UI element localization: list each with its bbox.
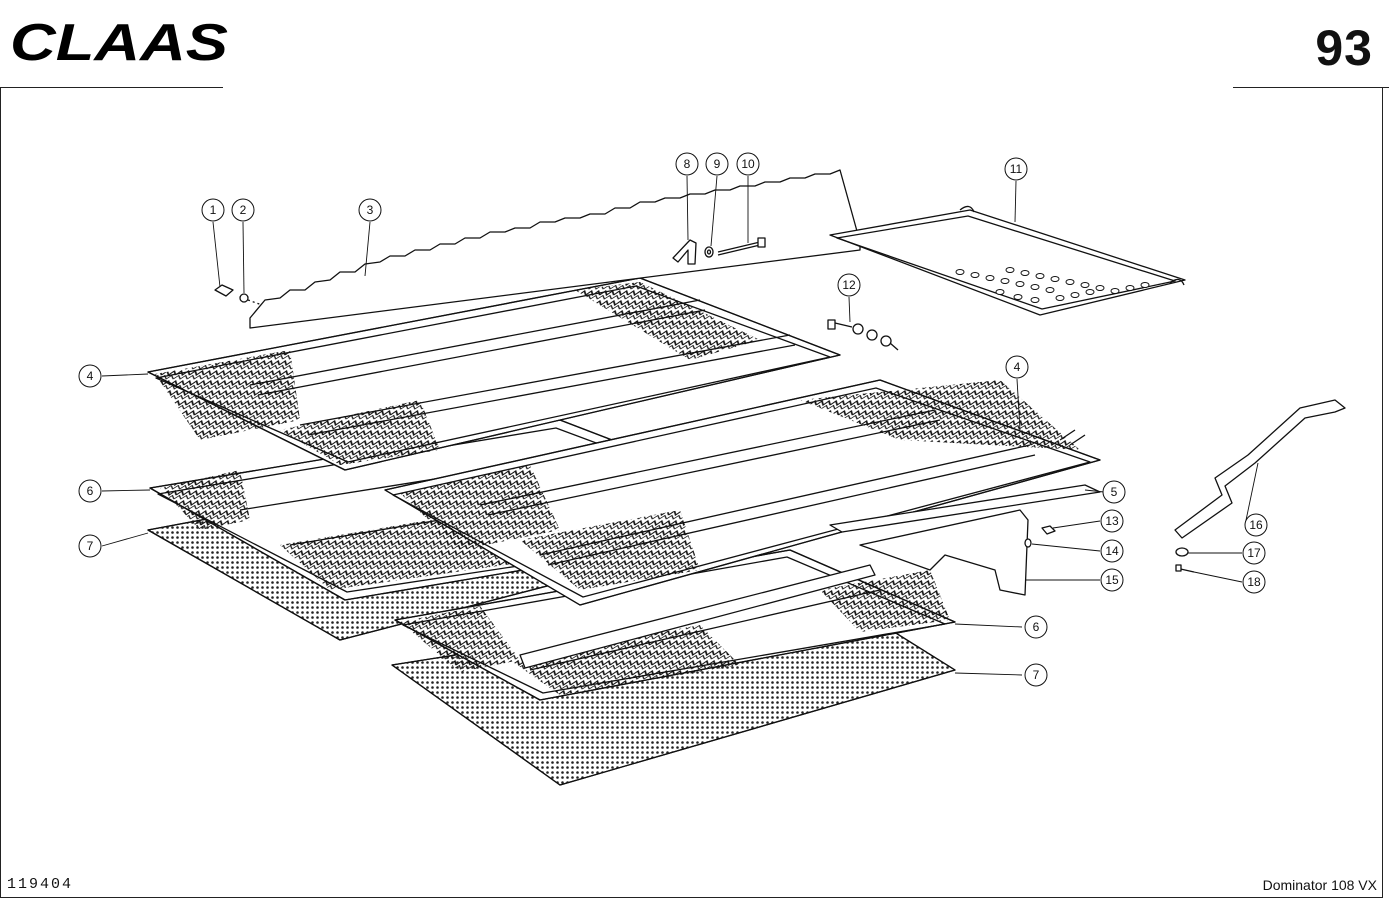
part-3-serrated-strip [249, 169, 861, 329]
leader-lines [101, 175, 1259, 676]
callout-layer: 1 2 3 4 4 5 6 6 7 7 8 9 10 11 12 13 14 1… [78, 152, 1268, 687]
callout-6-right: 6 [1024, 615, 1048, 639]
callout-18: 18 [1242, 570, 1266, 594]
part-17-nut [1175, 547, 1189, 557]
part-2-nut [239, 293, 263, 306]
svg-text:18: 18 [1247, 575, 1261, 589]
callout-11: 11 [1004, 157, 1028, 181]
svg-text:14: 14 [1105, 544, 1119, 558]
drawing-number: 119404 [7, 876, 74, 893]
callout-17: 17 [1242, 541, 1266, 565]
svg-text:9: 9 [714, 157, 721, 171]
svg-text:2: 2 [240, 203, 247, 217]
part-4-sieve-middle-right [384, 379, 1101, 606]
svg-text:13: 13 [1105, 514, 1119, 528]
brand-wordmark: CLAAS [10, 18, 228, 66]
callout-1: 1 [201, 198, 225, 222]
svg-text:4: 4 [1014, 360, 1021, 374]
part-18-bolt [1175, 564, 1195, 573]
part-4-sieve-upper-left [147, 277, 841, 471]
svg-text:15: 15 [1105, 573, 1119, 587]
svg-text:5: 5 [1111, 485, 1118, 499]
callout-12: 12 [837, 273, 861, 297]
callout-8: 8 [675, 152, 699, 176]
svg-text:7: 7 [87, 539, 94, 553]
drawing-frame [0, 87, 1383, 898]
svg-text:1: 1 [210, 203, 217, 217]
callout-3: 3 [358, 198, 382, 222]
callout-15: 15 [1100, 568, 1124, 592]
callout-4-left: 4 [78, 364, 102, 388]
part-8-bracket [672, 239, 697, 265]
svg-text:4: 4 [87, 369, 94, 383]
callout-5: 5 [1102, 480, 1126, 504]
svg-text:11: 11 [1010, 162, 1023, 176]
callout-16: 16 [1244, 513, 1268, 537]
svg-text:8: 8 [684, 157, 691, 171]
part-1-bolt [214, 284, 234, 297]
part-14-washer [1024, 538, 1032, 548]
svg-text:16: 16 [1249, 518, 1263, 532]
part-12-bolt-set [827, 319, 899, 351]
callout-2: 2 [231, 198, 255, 222]
part-9-washer [704, 246, 714, 258]
part-10-bolt [717, 237, 766, 256]
part-15-bracket [859, 509, 1029, 596]
callout-10: 10 [736, 152, 760, 176]
model-name: Dominator 108 VX [1262, 877, 1377, 893]
callout-7-right: 7 [1024, 663, 1048, 687]
page-number: 93 [1315, 20, 1373, 76]
part-16-rod [1174, 399, 1346, 539]
svg-text:12: 12 [842, 278, 856, 292]
svg-text:17: 17 [1247, 546, 1261, 560]
callout-14: 14 [1100, 539, 1124, 563]
header-rule-left [0, 87, 223, 88]
callout-9: 9 [705, 152, 729, 176]
svg-text:6: 6 [1033, 620, 1040, 634]
callout-7-left: 7 [78, 534, 102, 558]
svg-text:3: 3 [367, 203, 374, 217]
part-6-louver-sieve-right [394, 549, 956, 701]
claas-logo: CLAAS [10, 18, 228, 66]
part-13-screw [1041, 525, 1056, 535]
callout-6-left: 6 [78, 479, 102, 503]
svg-text:6: 6 [87, 484, 94, 498]
callout-4-right: 4 [1005, 355, 1029, 379]
svg-text:10: 10 [741, 157, 755, 171]
header-rule-right [1233, 87, 1389, 88]
svg-text:7: 7 [1033, 668, 1040, 682]
callout-13: 13 [1100, 509, 1124, 533]
part-11-cover-plate [829, 205, 1186, 316]
